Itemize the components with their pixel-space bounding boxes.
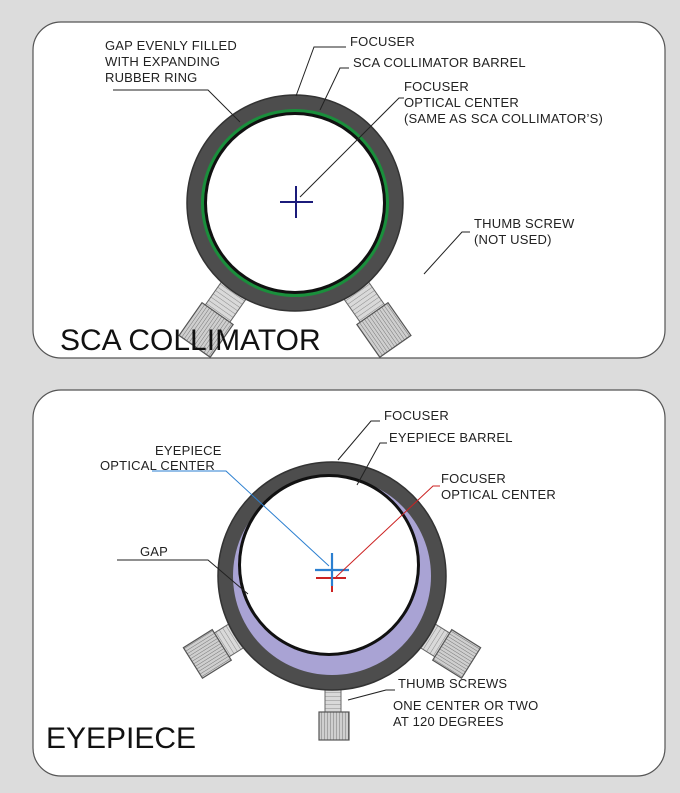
panel-title-sca-collimator: SCA COLLIMATOR bbox=[60, 324, 321, 357]
optical-center-label-line1: FOCUSER bbox=[404, 79, 469, 94]
leader-lines-bottom bbox=[117, 420, 395, 701]
eyepiece-center-label-line1: EYEPIECE bbox=[155, 443, 222, 458]
eyepiece-bore bbox=[241, 477, 417, 653]
panel-eyepiece: FOCUSER EYEPIECE BARREL EYEPIECE OPTICAL… bbox=[32, 389, 666, 777]
focuser-label: FOCUSER bbox=[350, 34, 415, 49]
thumb-screw-label-line1: THUMB SCREW bbox=[474, 216, 575, 231]
focuser-center-leader bbox=[335, 485, 440, 578]
focuser-label: FOCUSER bbox=[384, 408, 449, 423]
leader-lines-top bbox=[113, 46, 470, 275]
eyepiece-center-leader bbox=[152, 470, 330, 567]
gap-label-line2: WITH EXPANDING bbox=[105, 54, 220, 69]
panel-sca-collimator: GAP EVENLY FILLED WITH EXPANDING RUBBER … bbox=[32, 21, 666, 359]
barrel-label: SCA COLLIMATOR BARREL bbox=[353, 55, 526, 70]
panel-title-eyepiece: EYEPIECE bbox=[46, 722, 196, 755]
thumb-screws-label-line1: THUMB SCREWS bbox=[398, 676, 507, 691]
eyepiece-barrel-label: EYEPIECE BARREL bbox=[389, 430, 513, 445]
thumb-screws-label-line2: ONE CENTER OR TWO bbox=[393, 698, 538, 713]
focuser-center-label-line1: FOCUSER bbox=[441, 471, 506, 486]
thumb-screws-label-line3: AT 120 DEGREES bbox=[393, 714, 504, 729]
optical-center-mark bbox=[280, 186, 313, 218]
thumb-screw-label-line2: (NOT USED) bbox=[474, 232, 552, 247]
optical-center-label-line2: OPTICAL CENTER bbox=[404, 95, 519, 110]
gap-label-line3: RUBBER RING bbox=[105, 70, 198, 85]
optical-center-label-line3: (SAME AS SCA COLLIMATOR’S) bbox=[404, 111, 603, 126]
gap-label: GAP bbox=[140, 544, 168, 559]
gap-label-line1: GAP EVENLY FILLED bbox=[105, 38, 237, 53]
focuser-center-label-line2: OPTICAL CENTER bbox=[441, 487, 556, 502]
eyepiece-center-label-line2: OPTICAL CENTER bbox=[100, 458, 215, 473]
